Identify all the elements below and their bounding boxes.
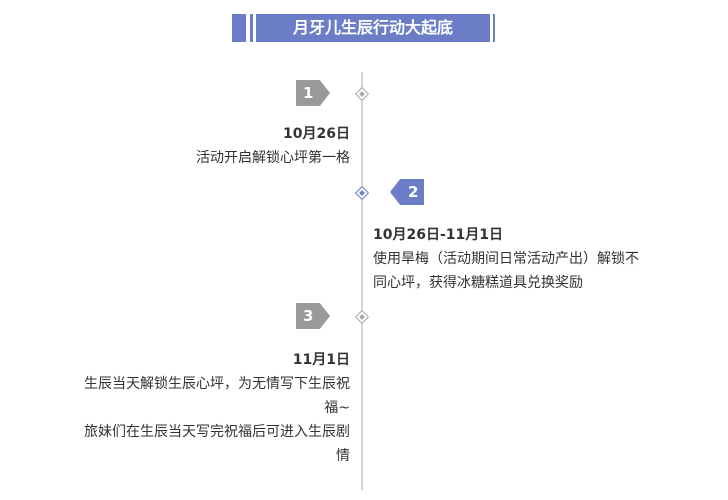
step-1-content: 10月26日 活动开启解锁心坪第一格 (120, 122, 350, 170)
step-2-marker-icon (354, 185, 370, 201)
step-1-line-1: 活动开启解锁心坪第一格 (196, 150, 350, 166)
step-1-marker-icon (354, 86, 370, 102)
step-3-date: 11月1日 (292, 352, 350, 368)
title-accent-line (250, 14, 253, 42)
step-2-date: 10月26日-11月1日 (373, 227, 503, 243)
page-title: 月牙儿生辰行动大起底 (256, 14, 490, 42)
step-3-line-3: 旅妹们在生辰当天写完祝福后可进入生辰剧 (84, 424, 350, 440)
step-2-line-2: 同心坪，获得冰糖糕道具兑换奖励 (373, 275, 583, 291)
title-accent-line-right (493, 14, 495, 42)
step-2-line-1: 使用旱梅（活动期间日常活动产出）解锁不 (373, 251, 639, 267)
step-2-content: 10月26日-11月1日 使用旱梅（活动期间日常活动产出）解锁不 同心坪，获得冰… (373, 223, 703, 295)
step-2-number: 2 (408, 183, 419, 201)
step-3-number: 3 (303, 307, 314, 325)
step-1-date: 10月26日 (283, 126, 350, 142)
step-3-marker-icon (354, 309, 370, 325)
title-banner: 月牙儿生辰行动大起底 (232, 14, 496, 42)
timeline-axis (361, 72, 363, 490)
step-3-line-1: 生辰当天解锁生辰心坪，为无情写下生辰祝 (84, 376, 350, 392)
step-3-line-2: 福~ (324, 400, 350, 416)
step-2-tag (390, 179, 424, 205)
step-3-content: 11月1日 生辰当天解锁生辰心坪，为无情写下生辰祝 福~ 旅妹们在生辰当天写完祝… (20, 348, 350, 468)
step-1-number: 1 (303, 84, 314, 102)
title-accent-bar (232, 14, 246, 42)
step-3-line-4: 情 (336, 448, 350, 464)
